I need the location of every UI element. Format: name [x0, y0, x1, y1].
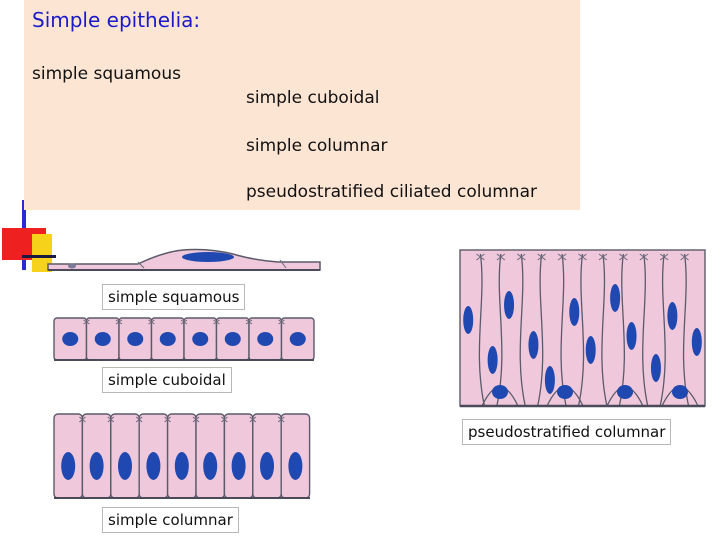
columnar-cell-row — [53, 413, 311, 499]
pseudostratified-nucleus — [569, 298, 580, 326]
label-simple-squamous: simple squamous — [102, 284, 246, 310]
cuboidal-cell-row — [53, 317, 315, 361]
slide-title: Simple epithelia: — [32, 8, 201, 32]
pseudostratified-nucleus — [626, 322, 637, 350]
cuboidal-nucleus — [257, 332, 274, 346]
cell-junction — [107, 416, 115, 423]
decorative-dark-line — [22, 255, 56, 258]
label-pseudostratified-columnar: pseudostratified columnar — [462, 419, 672, 445]
pseudostratified-nucleus — [487, 346, 498, 374]
squamous-tissue-illustration — [47, 248, 321, 271]
columnar-nucleus — [89, 452, 104, 480]
cell-junction — [148, 319, 155, 325]
cell-border — [682, 253, 690, 407]
cuboidal-nucleus — [159, 332, 176, 346]
cell-junction — [115, 319, 123, 325]
cell-junction — [680, 253, 689, 261]
pseudostratified-cell-layer — [459, 249, 706, 407]
cell-junction — [249, 416, 257, 423]
cell-junction — [278, 319, 285, 325]
cuboidal-nucleus — [224, 332, 241, 346]
cell-border — [137, 259, 287, 269]
cell-junction — [221, 416, 228, 423]
basal-cell-nucleus — [492, 385, 508, 399]
cell-border — [577, 253, 585, 407]
cell-junction — [192, 416, 200, 423]
cuboidal-nucleus — [289, 332, 306, 346]
cell-border — [601, 253, 608, 407]
cuboidal-tissue-illustration — [53, 317, 315, 361]
pseudostratified-nucleus — [650, 354, 661, 382]
cell-junction — [639, 253, 649, 261]
cell-border — [659, 253, 666, 407]
cell-junction — [578, 253, 587, 261]
columnar-nucleus — [203, 452, 218, 480]
squamous-cell-layer — [47, 248, 321, 271]
columnar-nucleus — [231, 452, 246, 480]
cell-junction — [496, 253, 506, 261]
columnar-nucleus — [118, 452, 132, 480]
cell-junction — [83, 319, 90, 325]
cuboidal-nucleus — [127, 332, 144, 346]
columnar-nucleus — [288, 452, 303, 480]
pseudostratified-nucleus — [667, 302, 678, 330]
cell-junction — [476, 253, 485, 261]
cell-junction — [659, 253, 669, 261]
pseudostratified-nucleus — [544, 366, 555, 394]
squamous-nucleus — [182, 252, 234, 262]
columnar-nucleus — [61, 452, 76, 480]
cell-junction — [619, 253, 628, 261]
cell-junction — [213, 319, 220, 325]
columnar-tissue-illustration — [53, 413, 311, 499]
columnar-nucleus — [260, 452, 274, 480]
pseudostratified-nucleus — [585, 336, 596, 364]
columnar-nucleus — [146, 452, 161, 480]
pseudostratified-nucleus — [691, 328, 702, 356]
decorative-yellow-square — [32, 234, 52, 272]
cuboidal-nucleus — [192, 332, 209, 346]
cell-junction — [164, 416, 171, 423]
cell-junction — [537, 253, 546, 261]
cuboidal-nucleus — [94, 332, 111, 346]
cell-border — [519, 253, 526, 407]
pseudostratified-nucleus — [610, 284, 621, 312]
heading-item-squamous: simple squamous — [32, 64, 181, 84]
cell-junction — [79, 416, 86, 423]
cell-junction — [557, 253, 567, 261]
columnar-nucleus — [174, 452, 189, 480]
basal-cell-nucleus — [672, 385, 688, 399]
cell-junction — [245, 319, 253, 325]
pseudostratified-nucleus — [504, 291, 515, 319]
heading-item-columnar: simple columnar — [246, 136, 388, 156]
pseudostratified-nucleus — [463, 306, 474, 334]
label-simple-columnar: simple columnar — [102, 507, 239, 533]
cell-border — [537, 253, 544, 407]
cell-junction — [598, 253, 608, 261]
heading-item-pseudostratified: pseudostratified ciliated columnar — [246, 182, 537, 202]
cell-border — [478, 253, 486, 407]
basal-cell-nucleus — [557, 385, 573, 399]
squamous-nucleus — [68, 263, 76, 269]
basal-cell-nucleus — [617, 385, 633, 399]
heading-item-cuboidal: simple cuboidal — [246, 88, 380, 108]
cell-junction — [180, 319, 188, 325]
cell-junction — [135, 416, 143, 423]
cell-junction — [516, 253, 526, 261]
pseudostratified-nucleus — [528, 331, 539, 359]
cuboidal-nucleus — [62, 332, 79, 346]
cell-border — [642, 253, 649, 407]
label-simple-cuboidal: simple cuboidal — [102, 367, 232, 393]
title-box: Simple epithelia: simple squamous simple… — [24, 0, 580, 210]
cell-junction — [277, 416, 285, 423]
pseudostratified-tissue-illustration — [459, 249, 706, 408]
